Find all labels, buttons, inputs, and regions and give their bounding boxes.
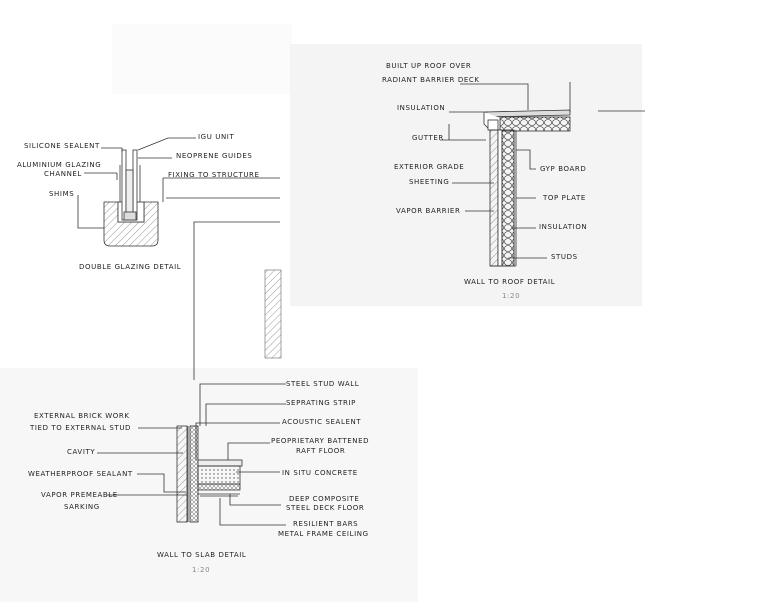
steel-deck-label-1: DEEP COMPOSITE [289, 495, 360, 503]
builtup-label-2: RADIANT BARRIER DECK [382, 76, 480, 84]
cavity-label: CAVITY [67, 448, 96, 456]
wall-insulation-label: INSULATION [539, 223, 588, 231]
glazing-channel-label-2: CHANNEL [44, 170, 82, 178]
slab-drawing [97, 383, 286, 526]
vapor-barrier-label: VAPOR BARRIER [396, 207, 461, 215]
builtup-label-1: BUILT UP ROOF OVER [386, 62, 472, 70]
roof-insulation-label: INSULATION [397, 104, 446, 112]
exterior-sheeting-label-2: SHEETING [409, 178, 450, 186]
roof-scale: 1:20 [502, 292, 521, 300]
gyp-board-label: GYP BOARD [540, 165, 587, 173]
fixing-label: FIXING TO STRUCTURE [168, 171, 260, 179]
glazing-channel-label-1: ALUMINIUM GLAZING [17, 161, 102, 169]
sarking-label-1: VAPOR PREMEABLE [41, 491, 118, 499]
slab-title: WALL TO SLAB DETAIL [157, 551, 247, 559]
steel-stud-wall-label: STEEL STUD WALL [286, 380, 360, 388]
raft-floor-label-1: PEOPRIETARY BATTENED [271, 437, 370, 445]
roof-detail-panel [290, 44, 642, 306]
roof-drawing [440, 82, 645, 267]
raft-floor-label-2: RAFT FLOOR [296, 447, 346, 455]
neoprene-guides-label: NEOPRENE GUIDES [176, 152, 253, 160]
acoustic-sealant-label: ACOUSTIC SEALENT [282, 418, 362, 426]
steel-deck-label-2: STEEL DECK FLOOR [286, 504, 365, 512]
slab-scale: 1:20 [192, 566, 211, 574]
brick-work-label-2: TIED TO EXTERNAL STUD [30, 424, 132, 432]
resilient-bars-label-2: METAL FRAME CEILING [278, 530, 369, 538]
in-situ-concrete-label: IN SITU CONCRETE [282, 469, 358, 477]
igu-unit-label: IGU UNIT [198, 133, 235, 141]
resilient-bars-label-1: RESILIENT BARS [293, 520, 359, 528]
wall-section-fragment [264, 269, 282, 359]
sarking-label-2: SARKING [64, 503, 100, 511]
glazing-drawing [77, 137, 280, 380]
roof-title: WALL TO ROOF DETAIL [464, 278, 556, 286]
brick-work-label-1: EXTERNAL BRICK WORK [34, 412, 130, 420]
exterior-sheeting-label-1: EXTERIOR GRADE [394, 163, 465, 171]
separating-strip-label: SEPRATING STRIP [286, 399, 357, 407]
studs-label: STUDS [551, 253, 578, 261]
top-left-backdrop [112, 24, 292, 94]
silicone-sealant-label: SILICONE SEALENT [24, 142, 100, 150]
gutter-label: GUTTER [412, 134, 444, 142]
top-plate-label: TOP PLATE [543, 194, 586, 202]
glazing-title: DOUBLE GLAZING DETAIL [79, 263, 182, 271]
weatherproof-sealant-label: WEATHERPROOF SEALANT [28, 470, 133, 478]
shims-label: SHIMS [49, 190, 75, 198]
